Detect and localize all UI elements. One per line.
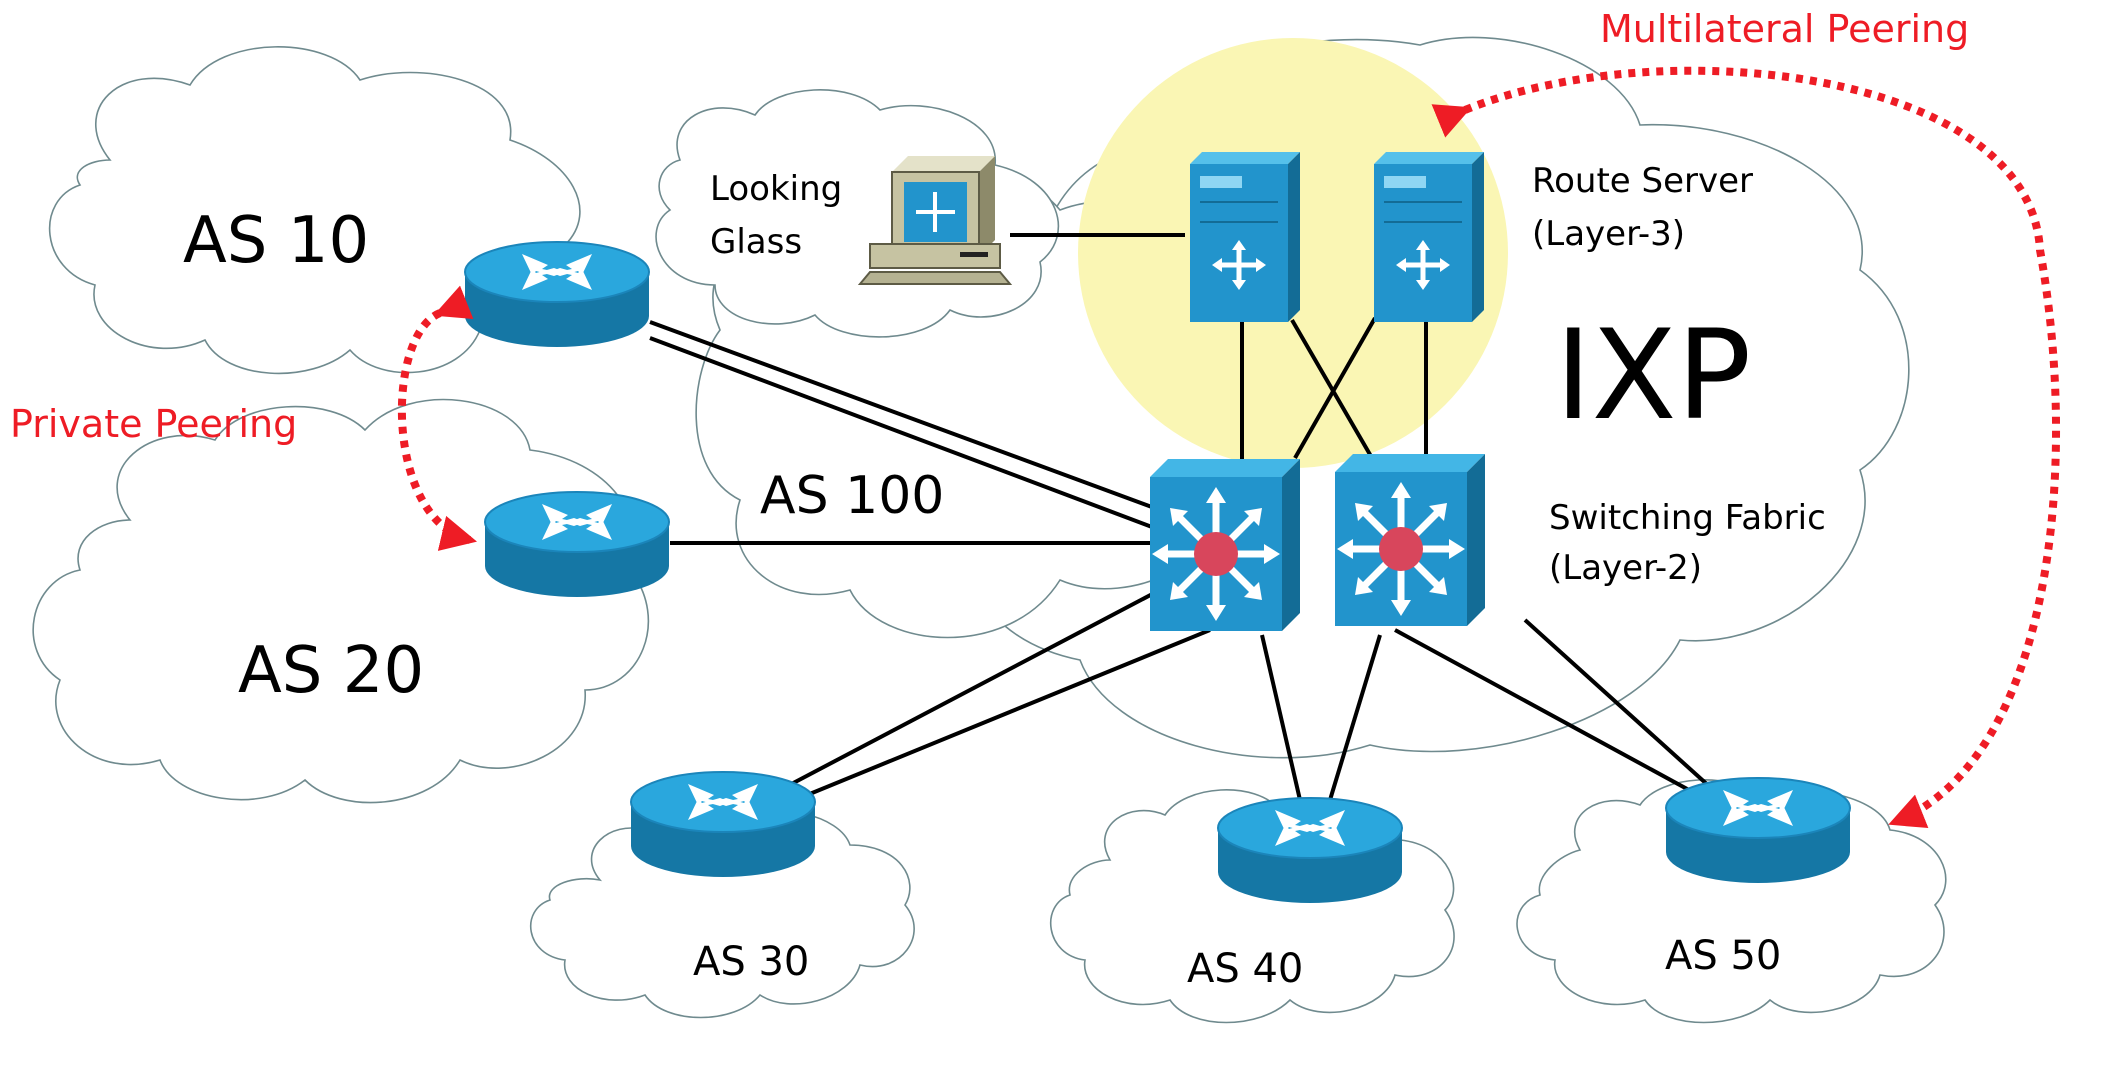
link-rs1-sw2 [1290, 318, 1374, 460]
multilateral-peering-label: Multilateral Peering [1600, 7, 1969, 51]
switch-icon-2 [1335, 454, 1485, 626]
cloud-icon [32, 398, 649, 804]
as100-label: AS 100 [760, 466, 944, 526]
looking-glass-label-line2: Glass [710, 222, 802, 262]
router-icon-as50 [1665, 777, 1851, 884]
router-icon-as20 [484, 491, 670, 598]
link-as10-sw1-b [649, 336, 1161, 532]
as30-label: AS 30 [693, 939, 809, 985]
workstation-icon [857, 156, 1013, 285]
router-icon-as10 [464, 241, 650, 348]
link-rs2-sw1 [1293, 317, 1377, 459]
router-icon-as40 [1217, 797, 1403, 904]
private-peering-label: Private Peering [10, 402, 297, 446]
router-icon-as30 [630, 771, 816, 878]
switching-fabric-label-line2: (Layer-2) [1549, 548, 1702, 588]
server-icon-1 [1190, 152, 1300, 322]
as40-label: AS 40 [1187, 946, 1303, 992]
link-as40-sw1 [1260, 634, 1302, 801]
link-as10-sw1-a [649, 320, 1161, 512]
looking-glass-label-line1: Looking [710, 169, 842, 209]
server-icon-2 [1374, 152, 1484, 322]
private-peering-arrow [398, 285, 478, 551]
link-as30-sw1-b [794, 628, 1211, 802]
link-as30-sw1-a [779, 588, 1161, 792]
as20-cloud [32, 398, 649, 804]
switching-fabric-label-line1: Switching Fabric [1549, 498, 1826, 538]
link-as40-sw2 [1328, 634, 1382, 801]
as50-label: AS 50 [1665, 933, 1781, 979]
multilateral-peering-arrow [1431, 66, 2061, 828]
as20-label: AS 20 [238, 634, 424, 708]
route-server-label-line1: Route Server [1532, 161, 1753, 201]
route-server-label-line2: (Layer-3) [1532, 214, 1685, 254]
switch-icon-1 [1150, 459, 1300, 631]
ixp-label: IXP [1555, 304, 1751, 448]
as10-label: AS 10 [183, 204, 369, 278]
